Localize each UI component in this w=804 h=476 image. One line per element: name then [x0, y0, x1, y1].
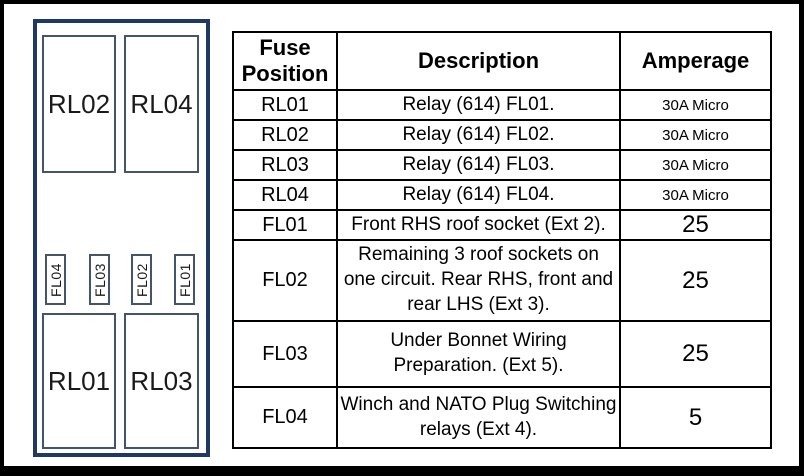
amperage-cell: 25 — [619, 209, 772, 241]
fuse-label: FL04 — [47, 262, 64, 297]
relay-slot-rl04: RL04 — [124, 35, 199, 173]
amperage-cell: 30A Micro — [619, 89, 772, 121]
fuse-slot-fl04: FL04 — [45, 254, 66, 305]
relay-slot-rl01: RL01 — [42, 313, 116, 449]
header-description: Description — [336, 31, 621, 91]
amperage-cell: 25 — [619, 239, 772, 322]
table-row: RL03 Relay (614) FL03. 30A Micro — [232, 149, 772, 181]
fuse-position-cell: RL03 — [232, 149, 338, 181]
fuse-label: FL01 — [176, 262, 193, 297]
table-row: FL01 Front RHS roof socket (Ext 2). 25 — [232, 209, 772, 241]
fuse-position-cell: RL04 — [232, 179, 338, 211]
fuse-table-body: RL01 Relay (614) FL01. 30A Micro RL02 Re… — [232, 89, 772, 449]
header-fuse-position: Fuse Position — [232, 31, 338, 91]
relay-label: RL03 — [130, 365, 193, 396]
fuse-position-cell: RL01 — [232, 89, 338, 121]
table-row: FL03 Under Bonnet Wiring Preparation. (E… — [232, 320, 772, 388]
fuse-label: FL03 — [91, 262, 108, 297]
relay-slot-rl02: RL02 — [42, 35, 116, 173]
fuse-position-cell: FL01 — [232, 209, 338, 241]
relay-label: RL04 — [130, 88, 193, 119]
description-cell: Relay (614) FL01. — [336, 89, 621, 121]
fuse-table: Fuse Position Description Amperage RL01 … — [232, 31, 772, 449]
relay-label: RL01 — [47, 365, 111, 396]
header-amperage: Amperage — [619, 31, 772, 91]
description-cell: Relay (614) FL02. — [336, 119, 621, 151]
fuse-box-diagram: RL02 RL04 FL04 FL03 FL02 FL01 RL01 RL03 — [33, 19, 210, 457]
table-row: RL01 Relay (614) FL01. 30A Micro — [232, 89, 772, 121]
fuse-slot-fl02: FL02 — [131, 254, 152, 305]
description-cell: Winch and NATO Plug Switching relays (Ex… — [336, 386, 621, 449]
description-cell: Front RHS roof socket (Ext 2). — [336, 209, 621, 241]
fuse-position-cell: FL02 — [232, 239, 338, 322]
amperage-cell: 30A Micro — [619, 119, 772, 151]
fuse-position-cell: FL04 — [232, 386, 338, 449]
fuse-position-cell: RL02 — [232, 119, 338, 151]
fuse-label: FL02 — [133, 262, 150, 297]
amperage-cell: 30A Micro — [619, 149, 772, 181]
table-row: FL02 Remaining 3 roof sockets on one cir… — [232, 239, 772, 322]
fuse-position-cell: FL03 — [232, 320, 338, 388]
description-cell: Relay (614) FL04. — [336, 179, 621, 211]
fuse-slot-fl01: FL01 — [174, 254, 195, 305]
table-row: RL02 Relay (614) FL02. 30A Micro — [232, 119, 772, 151]
description-cell: Relay (614) FL03. — [336, 149, 621, 181]
table-row: FL04 Winch and NATO Plug Switching relay… — [232, 386, 772, 449]
amperage-cell: 25 — [619, 320, 772, 388]
amperage-cell: 5 — [619, 386, 772, 449]
description-cell: Under Bonnet Wiring Preparation. (Ext 5)… — [336, 320, 621, 388]
relay-slot-rl03: RL03 — [124, 313, 199, 449]
description-cell: Remaining 3 roof sockets on one circuit.… — [336, 239, 621, 322]
table-header-row: Fuse Position Description Amperage — [232, 31, 772, 91]
relay-label: RL02 — [47, 88, 111, 119]
fuse-slot-fl03: FL03 — [89, 254, 110, 305]
amperage-cell: 30A Micro — [619, 179, 772, 211]
table-row: RL04 Relay (614) FL04. 30A Micro — [232, 179, 772, 211]
